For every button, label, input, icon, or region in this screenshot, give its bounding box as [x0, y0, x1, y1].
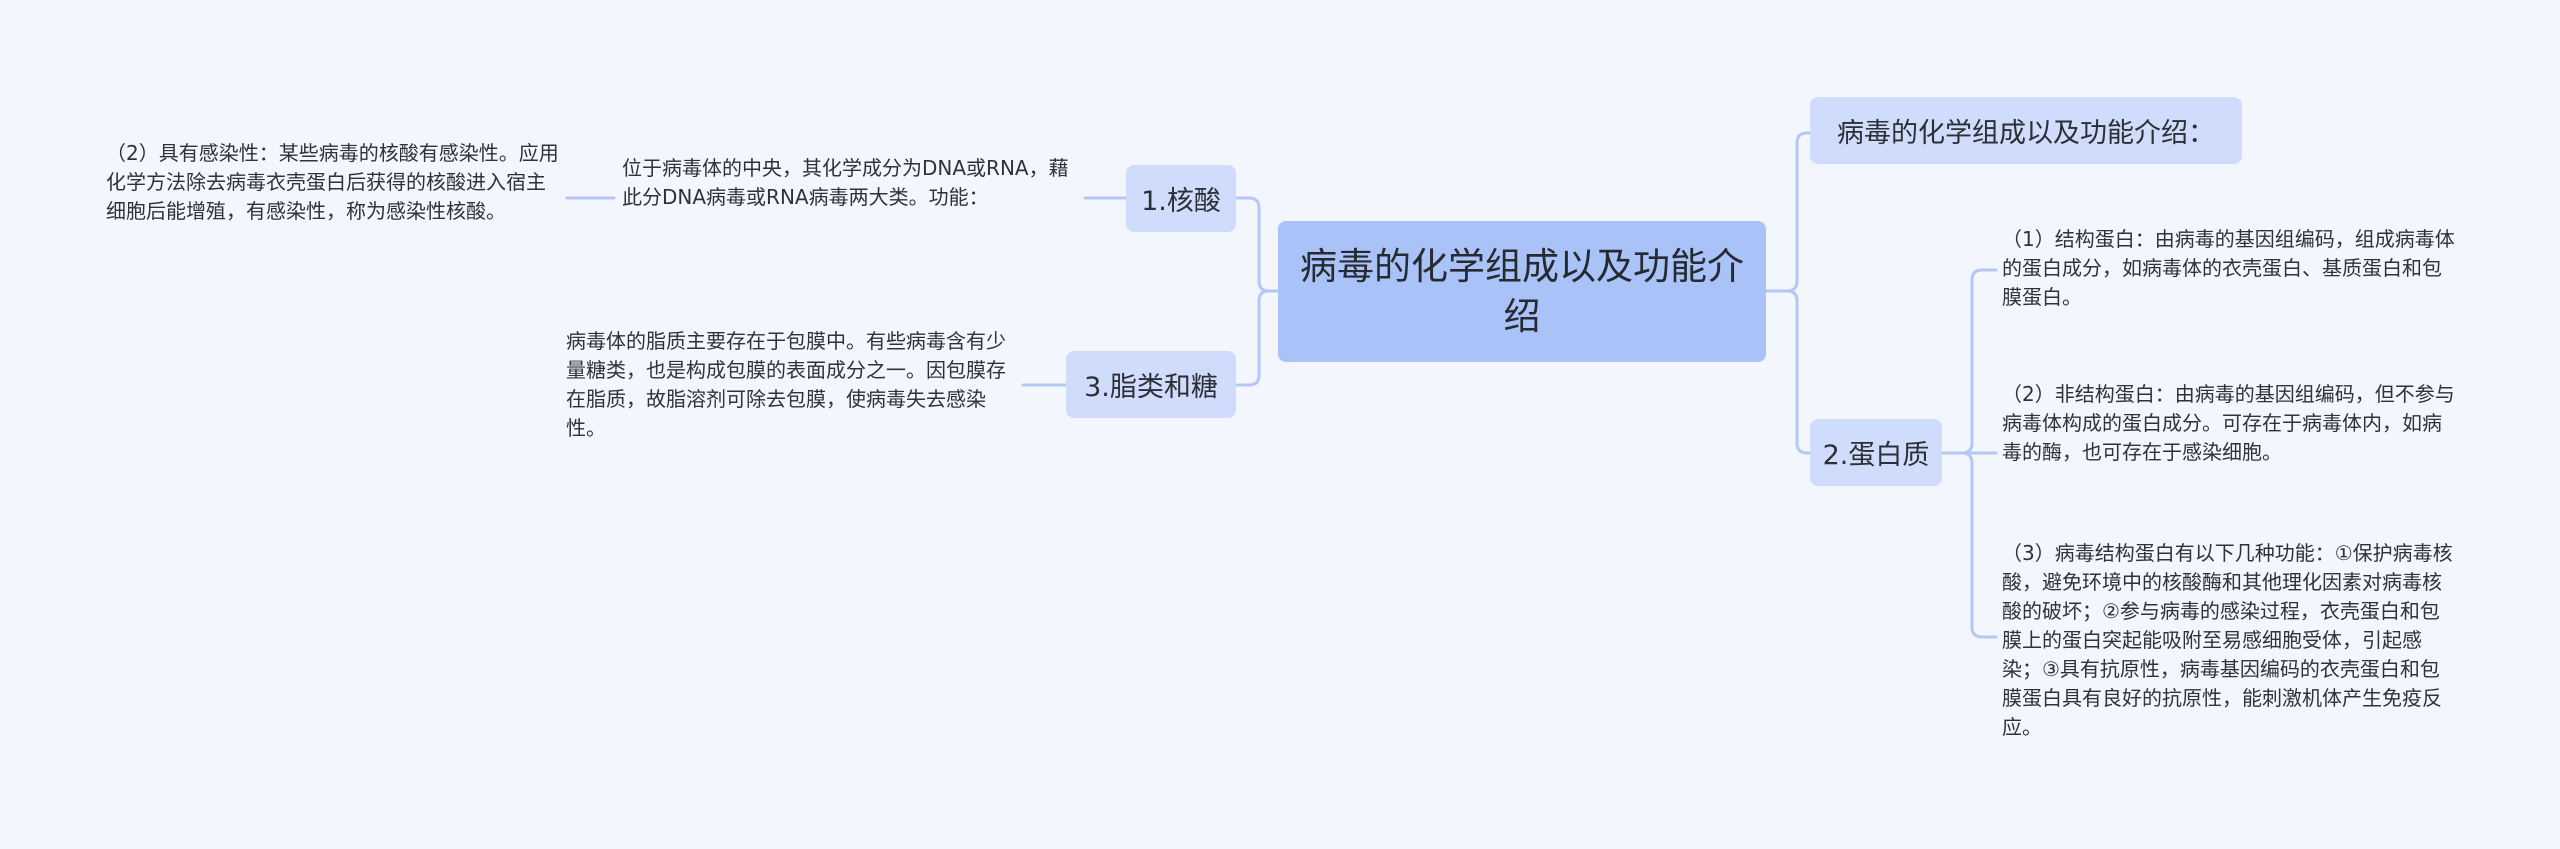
leaf-protein-nonstructural[interactable]: （2）非结构蛋白：由病毒的基因组编码，但不参与病毒体构成的蛋白成分。可存在于病毒…: [2002, 382, 2455, 464]
branch-nucleic-label: 1.核酸: [1141, 186, 1221, 217]
link-protein-functions: [1940, 451, 1998, 639]
root-topic-label: 病毒的化学组成以及功能介绍: [1300, 244, 1744, 338]
link-root-title: [1764, 131, 1812, 293]
branch-protein-label: 2.蛋白质: [1822, 440, 1930, 471]
branch-title-label: 病毒的化学组成以及功能介绍：: [1837, 118, 2215, 149]
leaf-protein-functions[interactable]: （3）病毒结构蛋白有以下几种功能：①保护病毒核酸，避免环境中的核酸酶和其他理化因…: [2002, 541, 2453, 739]
branch-lipid[interactable]: 3.脂类和糖: [1066, 351, 1236, 418]
branch-title[interactable]: 病毒的化学组成以及功能介绍：: [1810, 97, 2242, 164]
leaf-nucleic-desc[interactable]: 位于病毒体的中央，其化学成分为DNA或RNA，藉此分DNA病毒或RNA病毒两大类…: [622, 156, 1069, 209]
leaf-lipid-desc[interactable]: 病毒体的脂质主要存在于包膜中。有些病毒含有少量糖类，也是构成包膜的表面成分之一。…: [566, 329, 1006, 440]
link-root-lipid: [1234, 289, 1280, 387]
branch-lipid-label: 3.脂类和糖: [1084, 372, 1218, 403]
link-root-protein: [1764, 289, 1812, 455]
link-protein-structural: [1940, 268, 1998, 455]
root-topic[interactable]: 病毒的化学组成以及功能介绍: [1278, 221, 1766, 362]
leaf-protein-structural[interactable]: （1）结构蛋白：由病毒的基因组编码，组成病毒体的蛋白成分，如病毒体的衣壳蛋白、基…: [2002, 227, 2455, 309]
leaf-nucleic-infect[interactable]: （2）具有感染性：某些病毒的核酸有感染性。应用化学方法除去病毒衣壳蛋白后获得的核…: [106, 141, 559, 223]
link-root-nucleic: [1234, 196, 1280, 293]
branch-protein[interactable]: 2.蛋白质: [1810, 419, 1942, 486]
branch-nucleic[interactable]: 1.核酸: [1126, 165, 1236, 232]
